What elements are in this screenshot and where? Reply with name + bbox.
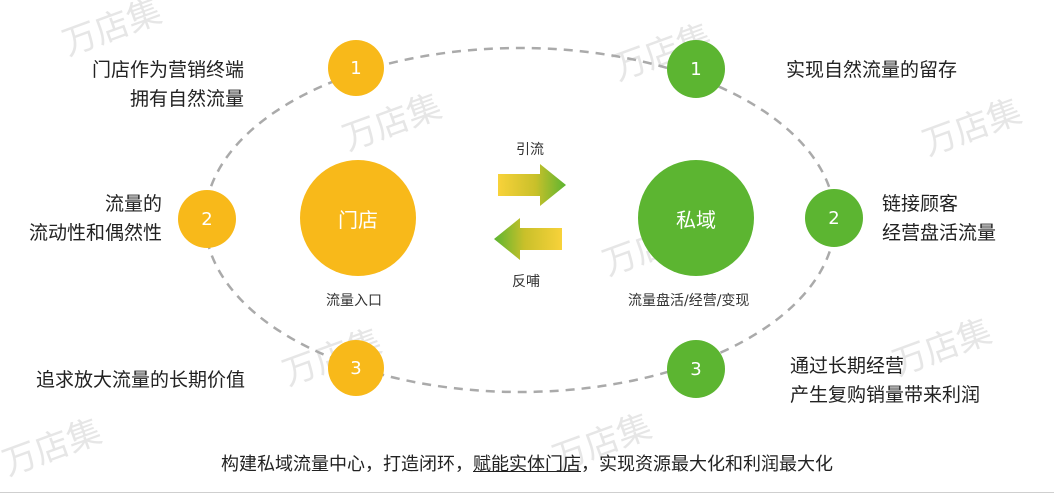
left-label-2: 流量的 流动性和偶然性 [20,190,162,248]
label-line: 链接顾客 [882,193,959,215]
node-number: 3 [350,357,362,379]
label-line: 流量的 [104,193,162,215]
label-line: 追求放大流量的长期价值 [36,369,246,391]
bottom-divider [0,492,1054,493]
left-node-1: 1 [328,40,384,96]
store-caption: 流量入口 [326,293,382,309]
node-number: 2 [201,208,213,230]
left-node-3: 3 [328,340,384,396]
right-node-2: 2 [805,189,863,247]
store-title: 门店 [338,207,378,232]
left-node-2: 2 [178,190,236,248]
arrow-right [498,164,566,206]
arrow-bottom-label: 反哺 [512,274,540,290]
label-line: 拥有自然流量 [130,88,245,110]
arrow-top-label: 引流 [516,142,544,158]
node-number: 3 [690,358,702,380]
right-node-3: 3 [667,340,725,398]
summary-part-1: 构建私域流量中心，打造闭环， [221,454,473,475]
summary-underlined: 赋能实体门店 [473,454,581,475]
node-number: 1 [690,58,702,80]
label-line: 实现自然流量的留存 [786,59,958,81]
summary-part-2: ，实现资源最大化和利润最大化 [581,454,833,475]
right-label-1: 实现自然流量的留存 [786,56,957,85]
node-number: 2 [828,207,840,229]
store-node: 门店 [300,160,416,276]
private-domain-title: 私域 [676,207,716,232]
right-label-2: 链接顾客 经营盘活流量 [882,190,996,248]
left-label-3: 追求放大流量的长期价值 [36,366,245,395]
label-line: 产生复购销量带来利润 [790,384,981,406]
label-line: 通过长期经营 [790,355,905,377]
node-number: 1 [350,57,362,79]
label-line: 经营盘活流量 [882,222,997,244]
private-domain-node: 私域 [638,160,754,276]
label-line: 流动性和偶然性 [28,222,162,244]
summary-statement: 构建私域流量中心，打造闭环，赋能实体门店，实现资源最大化和利润最大化 [0,450,1054,476]
label-line: 门店作为营销终端 [92,59,245,81]
private-domain-caption: 流量盘活/经营/变现 [628,293,750,309]
right-node-1: 1 [667,40,725,98]
right-label-3: 通过长期经营 产生复购销量带来利润 [790,352,980,410]
left-label-1: 门店作为营销终端 拥有自然流量 [86,56,244,114]
arrow-left [494,218,562,260]
